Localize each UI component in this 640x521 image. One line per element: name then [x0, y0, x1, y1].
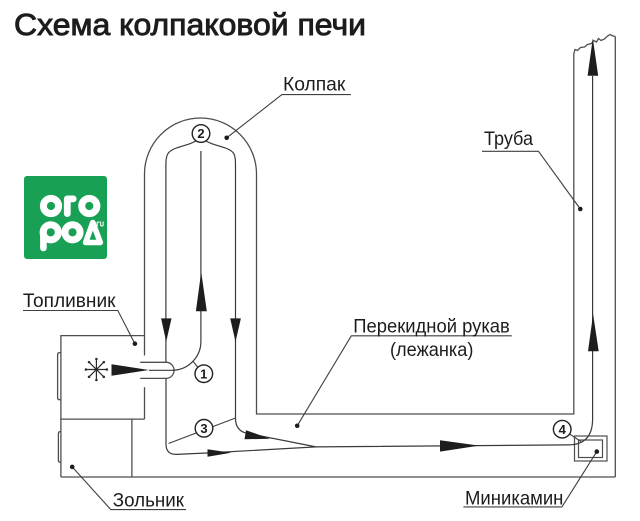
svg-text:2: 2 — [197, 126, 204, 141]
svg-text:1: 1 — [200, 366, 207, 381]
svg-text:Зольник: Зольник — [113, 490, 185, 512]
svg-text:Труба: Труба — [484, 128, 533, 150]
svg-text:Миникамин: Миникамин — [465, 487, 563, 509]
svg-text:Колпак: Колпак — [283, 74, 346, 96]
svg-text:Топливник: Топливник — [23, 290, 116, 312]
svg-text:Схема колпаковой печи: Схема колпаковой печи — [14, 8, 366, 42]
svg-text:(лежанка): (лежанка) — [390, 339, 473, 361]
svg-text:Перекидной рукав: Перекидной рукав — [353, 316, 510, 338]
svg-text:4: 4 — [559, 422, 567, 437]
svg-text:3: 3 — [200, 421, 207, 436]
